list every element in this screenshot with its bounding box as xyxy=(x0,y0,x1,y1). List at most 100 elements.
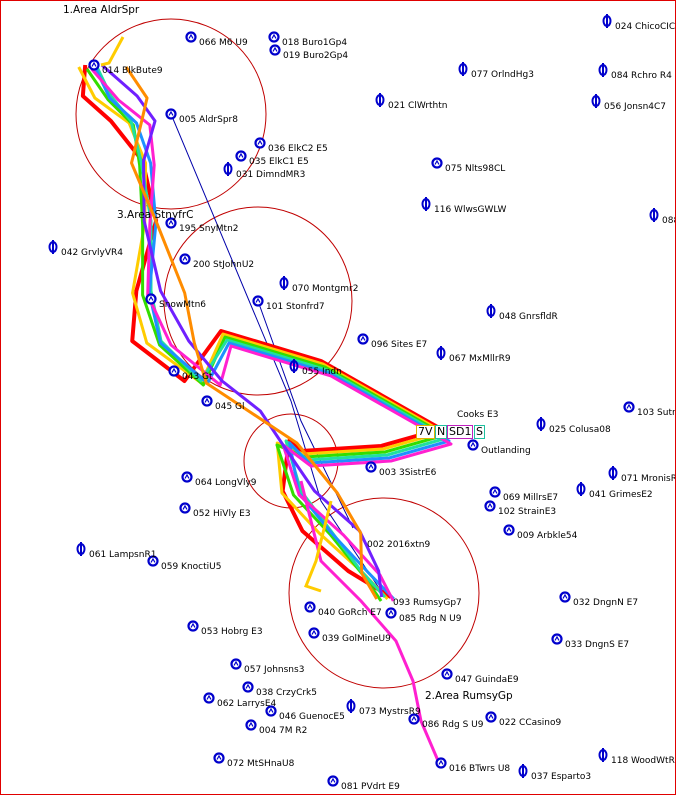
waypoint-label[interactable]: 016 BTwrs U8 xyxy=(449,764,511,774)
waypoint-label[interactable]: 077 OrlndHg3 xyxy=(471,70,534,80)
airfield-icon[interactable] xyxy=(304,601,316,613)
glider-tag[interactable]: SD1 xyxy=(447,425,474,439)
airport-icon[interactable] xyxy=(346,699,356,713)
airport-icon[interactable] xyxy=(602,14,612,28)
airport-icon[interactable] xyxy=(279,276,289,290)
waypoint-label[interactable]: 062 LarrysE4 xyxy=(217,699,277,709)
airfield-icon[interactable] xyxy=(265,705,277,717)
airfield-icon[interactable] xyxy=(385,607,397,619)
waypoint-label[interactable]: 070 Montgmr2 xyxy=(292,284,359,294)
airfield-icon[interactable] xyxy=(327,775,339,787)
airfield-icon[interactable] xyxy=(235,150,247,162)
waypoint-label[interactable]: 086 Rdg S U9 xyxy=(422,720,484,730)
waypoint-label[interactable]: 019 Buro2Gp4 xyxy=(283,51,349,61)
airport-icon[interactable] xyxy=(76,542,86,556)
waypoint-label[interactable]: 025 Colusa08 xyxy=(549,425,611,435)
waypoint-label[interactable]: 018 Buro1Gp4 xyxy=(282,38,348,48)
waypoint-label[interactable]: 052 HiVly E3 xyxy=(193,509,251,519)
waypoint-label[interactable]: 045 Gl xyxy=(215,402,245,412)
waypoint-label[interactable]: 085 Rdg N U9 xyxy=(399,614,462,624)
waypoint-label[interactable]: 036 ElkC2 E5 xyxy=(268,144,328,154)
airfield-icon[interactable] xyxy=(269,44,281,56)
waypoint-label[interactable]: 066 M6 U9 xyxy=(199,38,248,48)
waypoint-label[interactable]: SnowMtn6 xyxy=(159,300,207,310)
waypoint-label[interactable]: 200 StJohnU2 xyxy=(193,260,255,270)
airport-icon[interactable] xyxy=(375,93,385,107)
waypoint-label[interactable]: 071 MronisR7 xyxy=(621,474,675,484)
airfield-icon[interactable] xyxy=(365,461,377,473)
waypoint-label[interactable]: 035 ElkC1 E5 xyxy=(249,157,309,167)
airfield-icon[interactable] xyxy=(203,692,215,704)
airfield-icon[interactable] xyxy=(503,524,515,536)
airfield-icon[interactable] xyxy=(485,711,497,723)
airfield-icon[interactable] xyxy=(489,486,501,498)
glider-track[interactable] xyxy=(304,500,333,593)
airport-icon[interactable] xyxy=(518,764,528,778)
airfield-icon[interactable] xyxy=(268,31,280,43)
airfield-icon[interactable] xyxy=(147,555,159,567)
waypoint-label[interactable]: 032 DngnN E7 xyxy=(573,598,639,608)
airfield-icon[interactable] xyxy=(187,620,199,632)
glider-track[interactable] xyxy=(100,63,384,598)
waypoint-label[interactable]: 037 Esparto3 xyxy=(531,772,592,782)
waypoint-label[interactable]: 116 WlwsGWLW xyxy=(434,205,507,215)
glider-track[interactable] xyxy=(100,36,125,67)
airfield-icon[interactable] xyxy=(441,668,453,680)
waypoint-label[interactable]: 056 Jonsn4C7 xyxy=(604,102,667,112)
airfield-icon[interactable] xyxy=(467,439,479,451)
waypoint-label[interactable]: 009 Arbkle54 xyxy=(517,531,578,541)
waypoint-label[interactable]: 041 GrimesE2 xyxy=(589,490,653,500)
airport-icon[interactable] xyxy=(608,466,618,480)
airfield-icon[interactable] xyxy=(435,757,447,769)
airport-icon[interactable] xyxy=(223,162,233,176)
airfield-icon[interactable] xyxy=(179,253,191,265)
glider-track[interactable] xyxy=(124,66,379,600)
airport-icon[interactable] xyxy=(591,94,601,108)
airfield-icon[interactable] xyxy=(165,108,177,120)
waypoint-label[interactable]: 069 MillrsE7 xyxy=(503,493,559,503)
waypoint-label[interactable]: 059 KnoctiU5 xyxy=(161,562,222,572)
waypoint-label[interactable]: 101 Stonfrd7 xyxy=(266,302,325,312)
airport-icon[interactable] xyxy=(289,359,299,373)
airfield-icon[interactable] xyxy=(181,471,193,483)
airport-icon[interactable] xyxy=(486,304,496,318)
waypoint-label[interactable]: 064 LongVly9 xyxy=(195,478,257,488)
airport-icon[interactable] xyxy=(421,197,431,211)
airfield-icon[interactable] xyxy=(245,719,257,731)
airfield-icon[interactable] xyxy=(185,31,197,43)
airfield-icon[interactable] xyxy=(559,591,571,603)
airfield-icon[interactable] xyxy=(254,137,266,149)
airfield-icon[interactable] xyxy=(145,293,157,305)
waypoint-label[interactable]: 055 Indn xyxy=(302,367,342,377)
airfield-icon[interactable] xyxy=(242,681,254,693)
waypoint-label[interactable]: 067 MxMllrR9 xyxy=(449,354,511,364)
waypoint-label[interactable]: 081 PVdrt E9 xyxy=(341,782,400,792)
airport-icon[interactable] xyxy=(598,63,608,77)
waypoint-label[interactable]: Outlanding xyxy=(481,446,531,456)
waypoint-label[interactable]: 046 GuenocE5 xyxy=(279,712,345,722)
waypoint-label[interactable]: 096 Sites E7 xyxy=(371,340,428,350)
waypoint-label[interactable]: 043 Gt xyxy=(182,372,213,382)
waypoint-label[interactable]: 093 RumsyGp7 xyxy=(393,598,462,608)
waypoint-label[interactable]: 048 GnrsfldR xyxy=(499,312,558,322)
airfield-icon[interactable] xyxy=(623,401,635,413)
waypoint-label[interactable]: Cooks E3 xyxy=(457,410,499,420)
airfield-icon[interactable] xyxy=(179,502,191,514)
waypoint-label[interactable]: 061 LampsnR1 xyxy=(89,550,157,560)
waypoint-label[interactable]: 195 SnyMtn2 xyxy=(179,224,239,234)
waypoint-label[interactable]: 084 Rchro R4 xyxy=(611,71,672,81)
airfield-icon[interactable] xyxy=(408,713,420,725)
airfield-icon[interactable] xyxy=(168,365,180,377)
glider-track[interactable] xyxy=(299,480,441,764)
glider-tag[interactable]: S xyxy=(474,425,485,439)
airfield-icon[interactable] xyxy=(357,333,369,345)
airfield-icon[interactable] xyxy=(551,633,563,645)
waypoint-label[interactable]: 038 CrzyCrk5 xyxy=(256,688,317,698)
waypoint-label[interactable]: 042 GrvlyVR4 xyxy=(61,248,124,258)
waypoint-label[interactable]: 102 StrainE3 xyxy=(498,507,557,517)
airfield-icon[interactable] xyxy=(230,658,242,670)
airport-icon[interactable] xyxy=(598,748,608,762)
waypoint-label[interactable]: 014 BlkBute9 xyxy=(102,66,163,76)
waypoint-label[interactable]: 088 xyxy=(662,216,675,226)
